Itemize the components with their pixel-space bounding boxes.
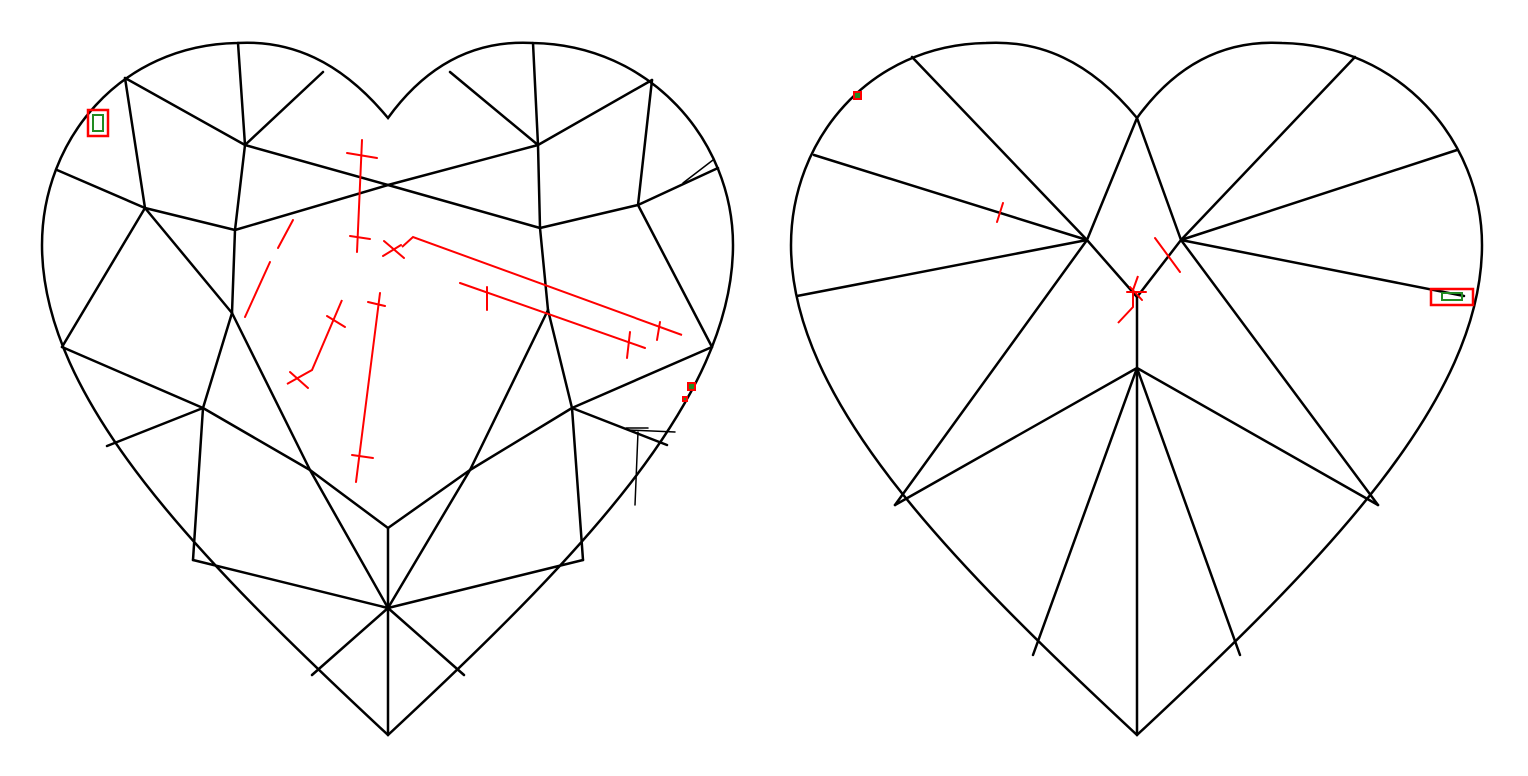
- inclusion-dot: [853, 91, 862, 100]
- facet-line: [308, 468, 390, 530]
- inclusion-marker-inner: [1441, 292, 1463, 301]
- facet-line: [60, 206, 147, 349]
- facet-line: [570, 406, 669, 447]
- facet-line: [795, 238, 1089, 298]
- inclusion-line: [356, 139, 363, 253]
- inclusion-dot: [682, 396, 688, 402]
- inclusion-line: [382, 244, 402, 257]
- facet-line: [201, 406, 312, 472]
- facet-line: [636, 166, 720, 207]
- facet-line: [230, 228, 237, 315]
- inclusion-line: [996, 202, 1004, 223]
- facet-line: [1179, 238, 1380, 507]
- inclusion-line: [277, 219, 294, 249]
- facet-line: [123, 76, 247, 147]
- inclusion-line: [346, 152, 378, 159]
- facet-line: [1031, 366, 1139, 657]
- facet-line: [910, 55, 1089, 242]
- facet-line: [1179, 55, 1357, 242]
- facet-line: [536, 78, 654, 147]
- facet-line: [448, 70, 540, 147]
- facet-line: [1135, 366, 1380, 507]
- inclusion-feather: [286, 299, 343, 385]
- facet-line: [1135, 366, 1242, 657]
- facet-line: [191, 406, 205, 562]
- facet-line: [143, 206, 234, 315]
- inclusion-line: [656, 321, 661, 341]
- inclusion-feather: [401, 235, 683, 336]
- facet-line-thin: [682, 159, 714, 184]
- facet-line: [636, 203, 714, 349]
- facet-line: [123, 76, 147, 210]
- facet-line: [812, 153, 1089, 242]
- inclusion-feather: [1117, 275, 1139, 324]
- facet-line: [570, 406, 585, 562]
- facet-line: [60, 345, 205, 410]
- facet-line: [1179, 148, 1459, 242]
- facet-line: [893, 238, 1089, 507]
- inclusion-line: [349, 235, 371, 240]
- facet-line-thin: [627, 429, 676, 433]
- facet-line: [468, 308, 550, 472]
- facet-line: [570, 345, 714, 410]
- facet-line: [191, 558, 390, 610]
- inclusion-line: [326, 315, 346, 328]
- facet-line: [636, 78, 654, 207]
- inclusion-line: [355, 292, 381, 483]
- inclusion-line: [1154, 237, 1181, 273]
- inclusion-dot: [687, 382, 696, 391]
- facet-line: [538, 226, 550, 312]
- pavilion-view: [789, 41, 1484, 737]
- facet-line: [536, 143, 542, 230]
- facet-line: [386, 468, 472, 610]
- facet-line: [236, 41, 247, 147]
- facet-line: [230, 311, 312, 472]
- inclusion-marker-inner: [92, 114, 104, 132]
- facet-line-thin: [634, 431, 639, 506]
- facet-line: [310, 606, 390, 677]
- facet-line: [1135, 238, 1183, 299]
- inclusion-line: [367, 301, 386, 307]
- facet-line: [233, 183, 390, 232]
- inclusion-line: [626, 331, 631, 359]
- facet-line: [468, 406, 574, 472]
- facet-line: [201, 311, 234, 410]
- facet-line: [386, 606, 466, 677]
- facet-line: [55, 168, 147, 210]
- crown-view: [40, 41, 735, 737]
- inclusion-marker: [86, 108, 110, 138]
- facet-line: [1085, 238, 1139, 299]
- inclusion-line: [1129, 286, 1143, 301]
- inclusion-line: [244, 261, 271, 318]
- facet-line: [243, 143, 390, 187]
- facet-line: [893, 366, 1139, 507]
- facet-line: [538, 203, 640, 230]
- facet-line: [1135, 116, 1183, 242]
- facet-line: [105, 406, 205, 448]
- facet-line: [386, 183, 542, 230]
- inclusion-marker: [1429, 287, 1475, 307]
- facet-line: [386, 558, 585, 610]
- facet-line: [386, 468, 472, 530]
- facet-line: [531, 41, 540, 147]
- facet-line: [546, 308, 574, 410]
- inclusion-line: [351, 454, 374, 459]
- facet-line: [143, 206, 237, 232]
- facet-line: [308, 468, 390, 610]
- facet-line: [1085, 116, 1139, 242]
- facet-line: [233, 143, 247, 232]
- inclusion-line: [459, 282, 646, 349]
- inclusion-line: [289, 371, 309, 389]
- facet-line: [1179, 238, 1466, 298]
- facet-line: [386, 143, 540, 187]
- facet-line: [243, 70, 325, 147]
